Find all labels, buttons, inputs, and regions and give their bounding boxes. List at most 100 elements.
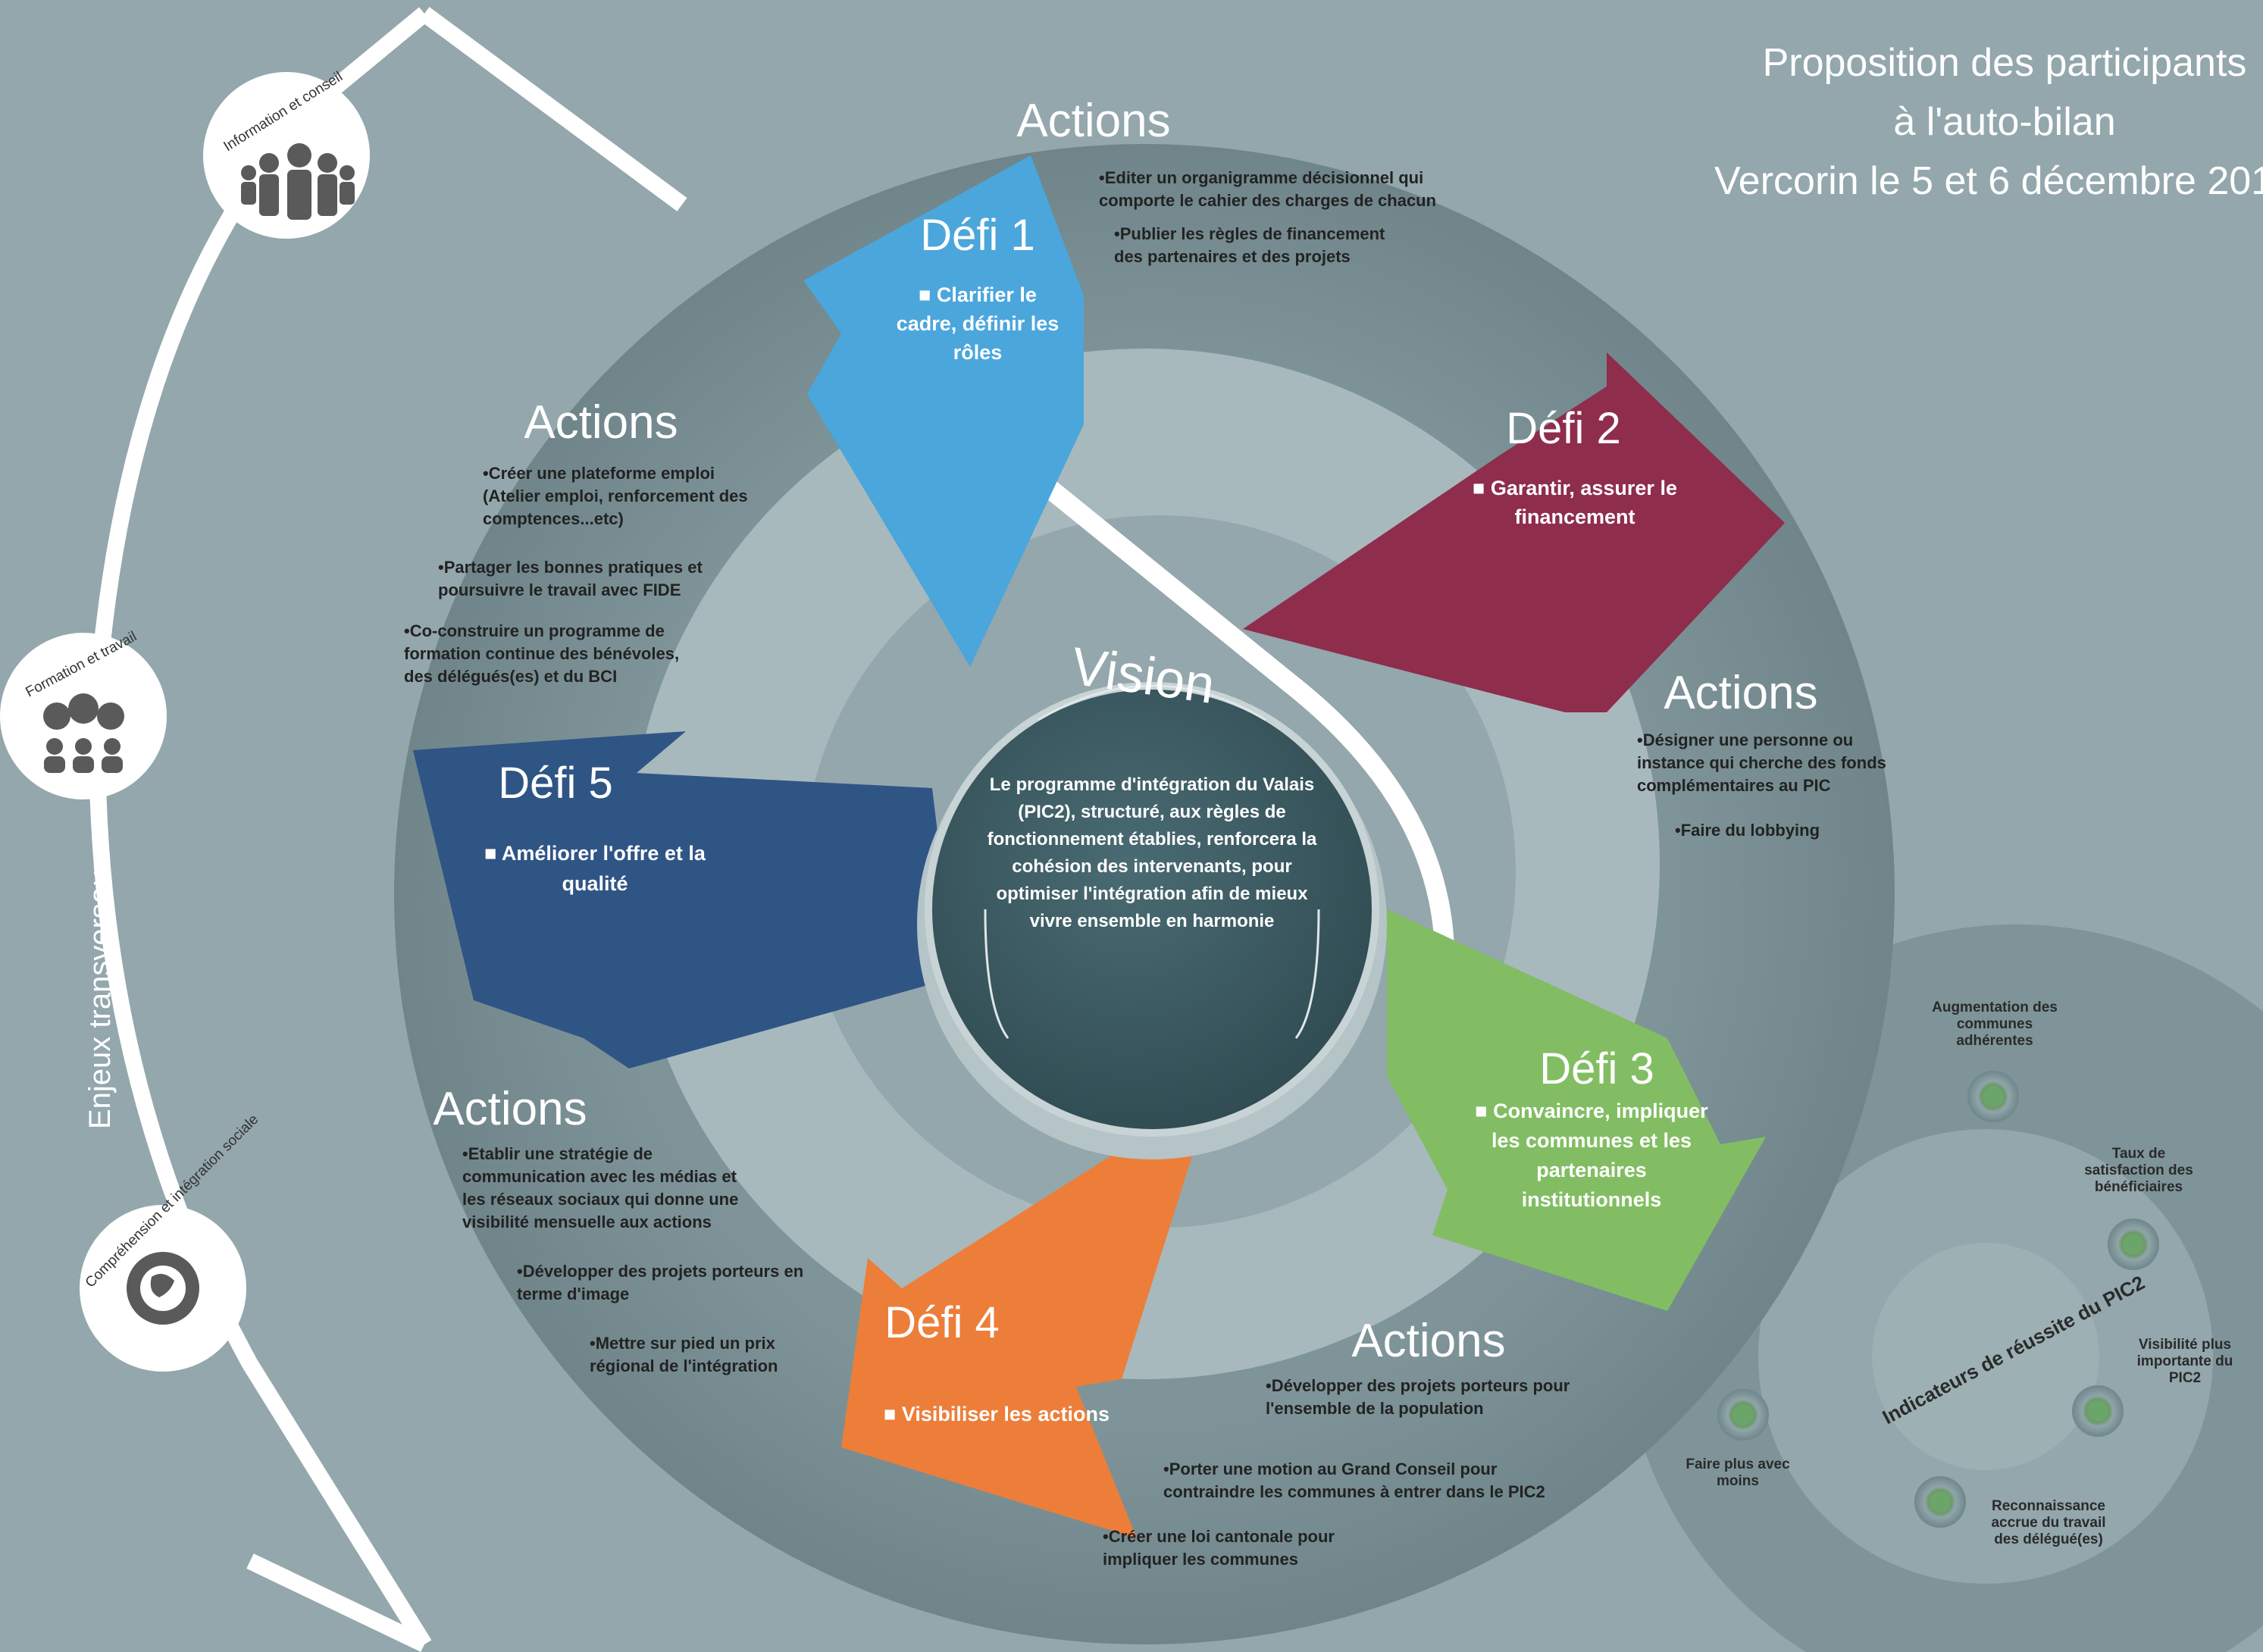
actions-block-5: Actions •Créer une plateforme emploi (Atel… — [404, 396, 748, 686]
defi-3: Défi 3 ■ Convaincre, impliquer les commune… — [1475, 1044, 1708, 1211]
actions-block-3: Actions •Développer des projets porteurs … — [1103, 1315, 1570, 1569]
vision-arc-left — [984, 909, 1009, 1039]
timeline-bottom — [246, 1553, 428, 1652]
actions-title: Actions — [524, 396, 678, 449]
defi-title: Défi 3 — [1539, 1044, 1654, 1094]
defi-text-line: ■ Améliorer l'offre et la — [484, 842, 706, 865]
indicator-label-line: communes — [1957, 1016, 2033, 1032]
action-item-line: •Co-construire un programme de — [404, 621, 665, 640]
sidebar-icon-2: Formation et travail — [0, 629, 167, 799]
actions-block-2: Actions•Désigner une personne ouinstance… — [1637, 667, 1886, 840]
defi-text-line: rôles — [953, 341, 1003, 364]
action-item-line: régional de l'intégration — [590, 1356, 778, 1375]
defi-text-line: les communes et les — [1491, 1129, 1692, 1152]
action-item-line: •Développer des projets porteurs pour — [1266, 1376, 1570, 1395]
enjeux-transversaux-label: Enjeux transversaux — [83, 855, 117, 1129]
indicator-label-line: Augmentation des — [1932, 1000, 2058, 1015]
defi-4-arrow — [841, 1091, 1213, 1538]
defi-text-line: partenaires — [1536, 1159, 1647, 1181]
indicator-knob-center — [1984, 1087, 2002, 1106]
action-item-line: •Porter une motion au Grand Conseil pour — [1163, 1460, 1498, 1478]
defi-text-line: qualité — [562, 872, 628, 895]
vision-body-line: vivre ensemble en harmonie — [1030, 911, 1275, 931]
vision-body-line: Le programme d'intégration du Valais — [990, 774, 1314, 795]
defi-title: Défi 4 — [884, 1298, 1000, 1347]
action-item-line: les réseaux sociaux qui donne une — [462, 1190, 738, 1209]
action-item-line: •Editer un organigramme décisionnel qui — [1099, 168, 1423, 187]
actions-title: Actions — [433, 1083, 587, 1135]
header-line: à l'auto-bilan — [1893, 100, 2115, 144]
action-item-line: •Créer une plateforme emploi — [483, 464, 715, 483]
action-item-line: (Atelier emploi, renforcement des — [483, 487, 748, 505]
vision-body-line: (PIC2), structuré, aux règles de — [1018, 802, 1285, 822]
defi-text-line: ■ Convaincre, impliquer — [1475, 1100, 1708, 1122]
action-item-line: •Développer des projets porteurs en — [517, 1262, 803, 1281]
indicator-label-line: accrue du travail — [1991, 1515, 2105, 1531]
indicator-knob-center — [1734, 1406, 1752, 1424]
indicator-label-line: moins — [1717, 1473, 1759, 1489]
action-item-line: des partenaires et des projets — [1114, 247, 1351, 266]
timeline-path — [419, 7, 687, 211]
defi-title: Défi 2 — [1506, 404, 1621, 453]
page-header: Proposition des participants à l'auto-bil… — [1714, 41, 2263, 203]
defi-5: Défi 5 ■ Améliorer l'offre et la qualité — [484, 759, 706, 895]
indicator-label-line: Visibilité plus — [2139, 1337, 2231, 1353]
sidebar-icon-1: Information et conseil — [203, 69, 370, 239]
action-item-line: instance qui cherche des fonds — [1637, 753, 1886, 772]
action-item-line: •Désigner une personne ou — [1637, 731, 1853, 749]
indicator-label-line: Taux de — [2112, 1146, 2165, 1162]
action-item-line: terme d'image — [517, 1284, 629, 1303]
indicator-label-line: Reconnaissance — [1992, 1498, 2105, 1514]
action-item-line: •Etablir une stratégie de — [462, 1144, 653, 1163]
action-item-line: l'ensemble de la population — [1266, 1399, 1484, 1418]
indicator-label-line: importante du — [2137, 1353, 2233, 1369]
indicator-label-line: PIC2 — [2169, 1370, 2201, 1386]
action-item-line: contraindre les communes à entrer dans l… — [1163, 1482, 1545, 1501]
defi-text-line: ■ Visibiliser les actions — [884, 1403, 1110, 1425]
indicator-label-line: bénéficiaires — [2095, 1179, 2183, 1195]
defi-3-arrow — [1387, 909, 1766, 1311]
action-item-line: des délégués(es) et du BCI — [404, 667, 617, 686]
vision-body-line: fonctionnement établies, renforcera la — [988, 829, 1317, 849]
vision-body-line: cohésion des intervenants, pour — [1012, 856, 1291, 877]
discussion-icon — [43, 693, 124, 773]
defi-1-arrow — [803, 155, 1084, 667]
action-item-line: impliquer les communes — [1103, 1550, 1298, 1569]
actions-block-4: Actions •Etablir une stratégie de communic… — [433, 1083, 803, 1375]
vision-body-line: optimiser l'intégration afin de mieux — [996, 884, 1308, 904]
action-item-line: •Partager les bonnes pratiques et — [438, 558, 703, 577]
action-item-line: •Faire du lobbying — [1675, 821, 1820, 840]
action-item-line: communication avec les médias et — [462, 1167, 737, 1186]
defi-4: Défi 4 ■ Visibiliser les actions — [884, 1298, 1110, 1425]
vision-arc-top — [1038, 684, 1266, 721]
defi-5-arrow — [413, 731, 955, 1068]
action-item-line: •Publier les règles de financement — [1114, 224, 1385, 243]
actions-title: Actions — [1351, 1315, 1505, 1367]
indicator-label-line: des délégué(es) — [1994, 1532, 2103, 1547]
defi-title: Défi 1 — [920, 211, 1035, 260]
vision-body: Le programme d'intégration du Valais (PIC… — [988, 774, 1317, 931]
indicator-knob-center — [2089, 1402, 2107, 1420]
defi-text-line: institutionnels — [1522, 1188, 1662, 1211]
defi-title: Défi 5 — [498, 759, 613, 808]
header-line: Vercorin le 5 et 6 décembre 2017 — [1714, 159, 2263, 203]
action-item-line: formation continue des bénévoles, — [404, 644, 679, 663]
actions-block-1: Actions•Editer un organigramme décisionn… — [1016, 95, 1436, 266]
family-icon — [241, 143, 355, 220]
indicator-knob-center — [2124, 1235, 2142, 1253]
vision-arc-right — [1294, 909, 1320, 1039]
indicator-label-line: satisfaction des — [2084, 1162, 2193, 1178]
action-item-line: comporte le cahier des charges de chacun — [1099, 191, 1436, 210]
defi-text-line: financement — [1514, 505, 1635, 528]
indicator-label-line: adhérentes — [1956, 1033, 2033, 1049]
header-line: Proposition des participants — [1763, 41, 2247, 85]
action-item-line: poursuivre le travail avec FIDE — [438, 580, 681, 599]
action-item-line: complémentaires au PIC — [1637, 776, 1831, 795]
